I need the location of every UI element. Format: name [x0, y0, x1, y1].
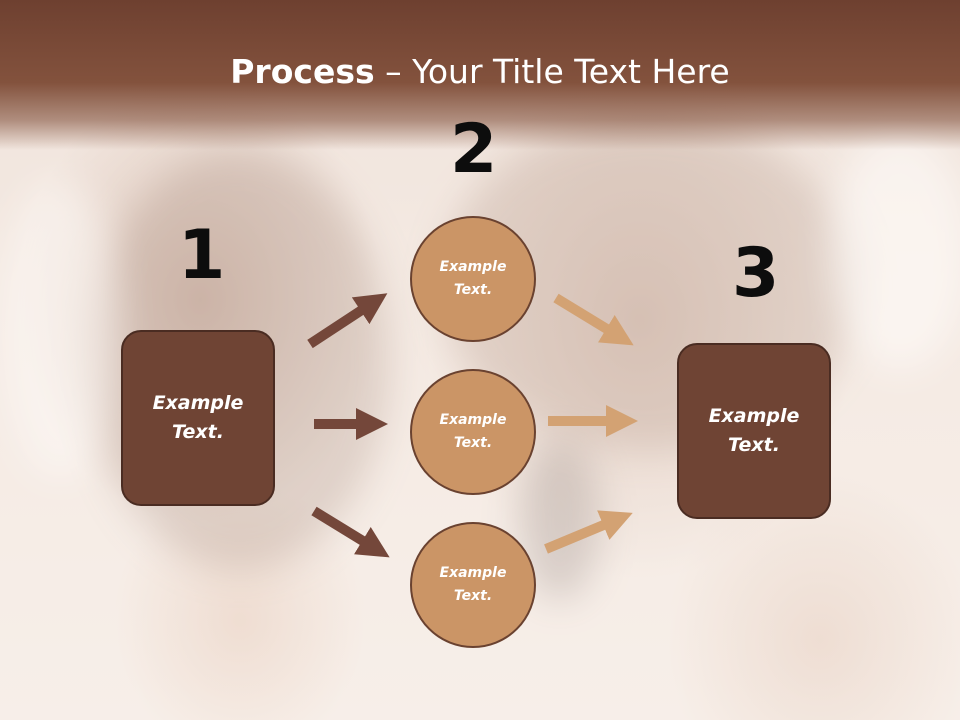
background-shape [0, 180, 120, 480]
process-circle-middle-text: Example Text. [439, 412, 507, 451]
step-number-2: 2 [450, 110, 498, 189]
arrow-circle3-to-box3 [544, 510, 633, 554]
process-circle-bottom-text: Example Text. [439, 565, 507, 604]
process-box-left-text: Example Text. [152, 392, 244, 443]
step-number-1: 1 [178, 216, 226, 295]
process-circle-bottom: Example Text. [410, 522, 536, 648]
arrow-box1-to-circle1 [307, 293, 388, 349]
arrow-circle1-to-box3 [553, 293, 634, 346]
title-banner [0, 0, 960, 150]
process-box-right: Example Text. [677, 343, 831, 519]
background-shape [830, 130, 960, 370]
slide-title: Process – Your Title Text Here [0, 52, 960, 91]
step-number-3: 3 [732, 234, 780, 313]
process-circle-top: Example Text. [410, 216, 536, 342]
process-box-right-text: Example Text. [708, 405, 800, 456]
process-circle-top-text: Example Text. [439, 259, 507, 298]
title-rest: – Your Title Text Here [374, 52, 730, 91]
title-bold: Process [230, 52, 375, 91]
process-circle-middle: Example Text. [410, 369, 536, 495]
arrow-box1-to-circle3 [311, 506, 390, 558]
process-box-left: Example Text. [121, 330, 275, 506]
